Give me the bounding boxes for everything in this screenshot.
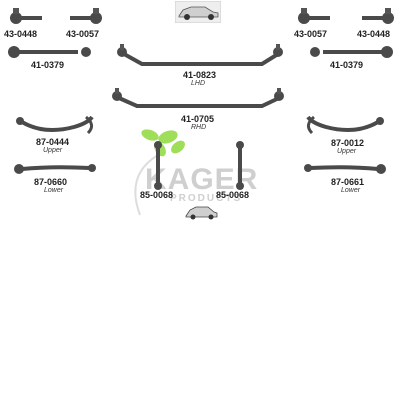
part-note-lhd: LHD	[191, 80, 206, 87]
stabilizer-link-right-icon	[236, 141, 244, 190]
control-arm-right-lower-icon	[304, 164, 386, 174]
control-arm-left-lower-icon	[14, 164, 96, 174]
tie-rod-left-icon	[8, 46, 91, 58]
part-code-85-0068-right: 85-0068	[216, 190, 250, 200]
part-code-87-0660: 87-0660	[34, 177, 68, 187]
part-note-upper-left: Upper	[43, 147, 63, 154]
watermark-sub: PRODUCTS	[170, 193, 243, 204]
part-code-87-0661: 87-0661	[331, 177, 365, 187]
part-code-43-0057-right: 43-0057	[294, 29, 328, 39]
tie-rod-end-right-inner-icon	[298, 8, 330, 24]
center-link-rhd-icon	[112, 88, 284, 108]
part-code-43-0448-right: 43-0448	[357, 29, 391, 39]
part-note-lower-left: Lower	[44, 187, 64, 194]
tie-rod-end-left-inner-icon	[70, 8, 102, 24]
tie-rod-right-icon	[310, 46, 393, 58]
part-note-lower-right: Lower	[341, 187, 361, 194]
part-code-41-0379-left: 41-0379	[31, 60, 65, 70]
tie-rod-end-left-outer-icon	[10, 8, 42, 24]
part-note-upper-right: Upper	[337, 148, 357, 155]
part-code-85-0068-left: 85-0068	[140, 190, 174, 200]
control-arm-right-upper-icon	[306, 115, 384, 135]
part-code-41-0705: 41-0705	[181, 114, 215, 124]
stabilizer-link-left-icon	[154, 141, 162, 190]
control-arm-left-upper-icon	[16, 115, 94, 135]
part-code-41-0379-right: 41-0379	[330, 60, 364, 70]
car-top-icon	[175, 1, 221, 23]
part-code-43-0448-left: 43-0448	[4, 29, 38, 39]
part-code-87-0444: 87-0444	[36, 137, 70, 147]
center-link-lhd-icon	[117, 44, 283, 66]
part-code-43-0057-left: 43-0057	[66, 29, 100, 39]
tie-rod-end-right-outer-icon	[362, 8, 394, 24]
car-bottom-icon	[185, 206, 218, 220]
part-note-rhd: RHD	[191, 124, 207, 131]
part-code-87-0012: 87-0012	[331, 138, 365, 148]
part-code-41-0823: 41-0823	[183, 70, 217, 80]
